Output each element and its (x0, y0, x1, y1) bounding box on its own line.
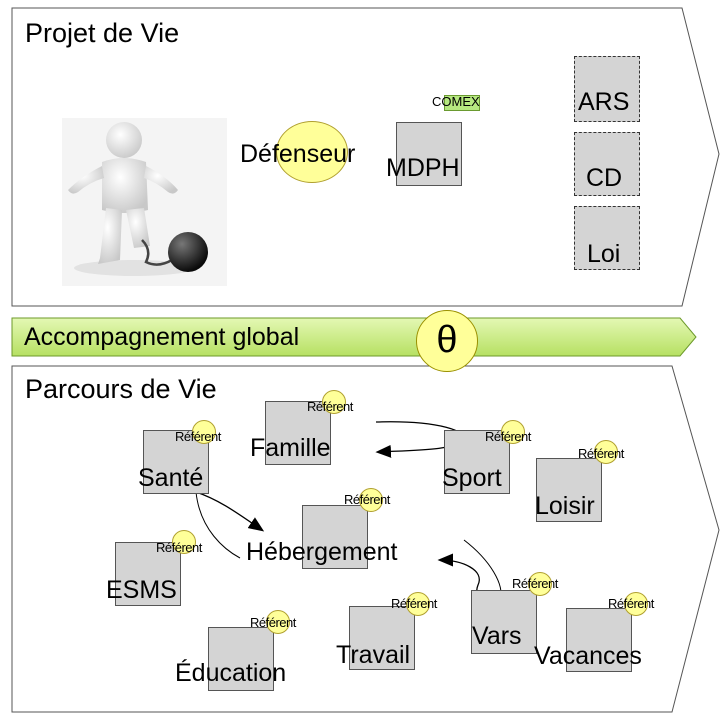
mdph-label: MDPH (386, 154, 460, 182)
comex-label: COMEX (432, 94, 480, 109)
person-ball-chain-icon (62, 118, 227, 286)
education-label: Éducation (175, 659, 287, 687)
referent-badge-sport (501, 420, 525, 444)
referent-label-vacances: Référent (608, 596, 654, 611)
famille-node (265, 401, 331, 465)
cd-label: CD (586, 164, 623, 192)
theta-symbol: θ (416, 310, 478, 372)
referent-badge-vacances (624, 592, 648, 616)
referent-badge-hebergement (359, 488, 383, 512)
referent-label-sport: Référent (485, 429, 531, 444)
referent-label-loisir: Référent (578, 446, 624, 461)
vacances-label: Vacances (534, 642, 642, 670)
defenseur-label: Défenseur (240, 140, 356, 168)
comex-box (444, 95, 480, 111)
cd-node (574, 132, 640, 196)
esms-node (115, 542, 181, 606)
referent-label-famille: Référent (307, 399, 353, 414)
travail-node (349, 606, 415, 670)
famille-label: Famille (250, 434, 331, 462)
hebergement-label: Hébergement (246, 538, 398, 566)
referent-badge-vars (528, 572, 552, 596)
banner-shape (11, 317, 697, 357)
section-title-parcours: Parcours de Vie (25, 374, 217, 404)
hebergement-node (302, 505, 368, 569)
referent-label-sante: Référent (175, 429, 221, 444)
connector-sante-loop (195, 491, 241, 559)
loi-label: Loi (587, 240, 621, 268)
vars-label: Vars (472, 622, 522, 650)
vars-node (471, 590, 537, 654)
referent-badge-esms (172, 530, 196, 554)
referent-badge-famille (322, 390, 346, 414)
referent-badge-travail (406, 592, 430, 616)
connector-sante-hebergement (195, 491, 265, 532)
vacances-node (566, 608, 632, 672)
section-title-projet: Projet de Vie (25, 18, 180, 48)
loisir-node (536, 458, 602, 522)
referent-label-esms: Référent (156, 540, 202, 555)
loi-node (574, 206, 640, 270)
mdph-node (396, 122, 462, 186)
esms-label: ESMS (106, 576, 177, 604)
referent-badge-sante (192, 420, 216, 444)
sante-label: Santé (138, 464, 204, 492)
ars-node (574, 56, 640, 122)
referent-badge-education (266, 610, 290, 634)
ars-label: ARS (578, 88, 630, 116)
referent-label-hebergement: Référent (344, 492, 390, 507)
sport-label: Sport (442, 464, 502, 492)
referent-label-travail: Référent (391, 596, 437, 611)
travail-label: Travail (336, 641, 411, 669)
sport-node (444, 430, 510, 494)
referent-badge-loisir (594, 440, 618, 464)
defenseur-circle (276, 121, 348, 183)
loisir-label: Loisir (535, 492, 595, 520)
banner-label: Accompagnement global (24, 323, 300, 351)
referent-label-education: Référent (250, 615, 296, 630)
referent-label-vars: Référent (512, 576, 558, 591)
education-node (208, 627, 274, 691)
